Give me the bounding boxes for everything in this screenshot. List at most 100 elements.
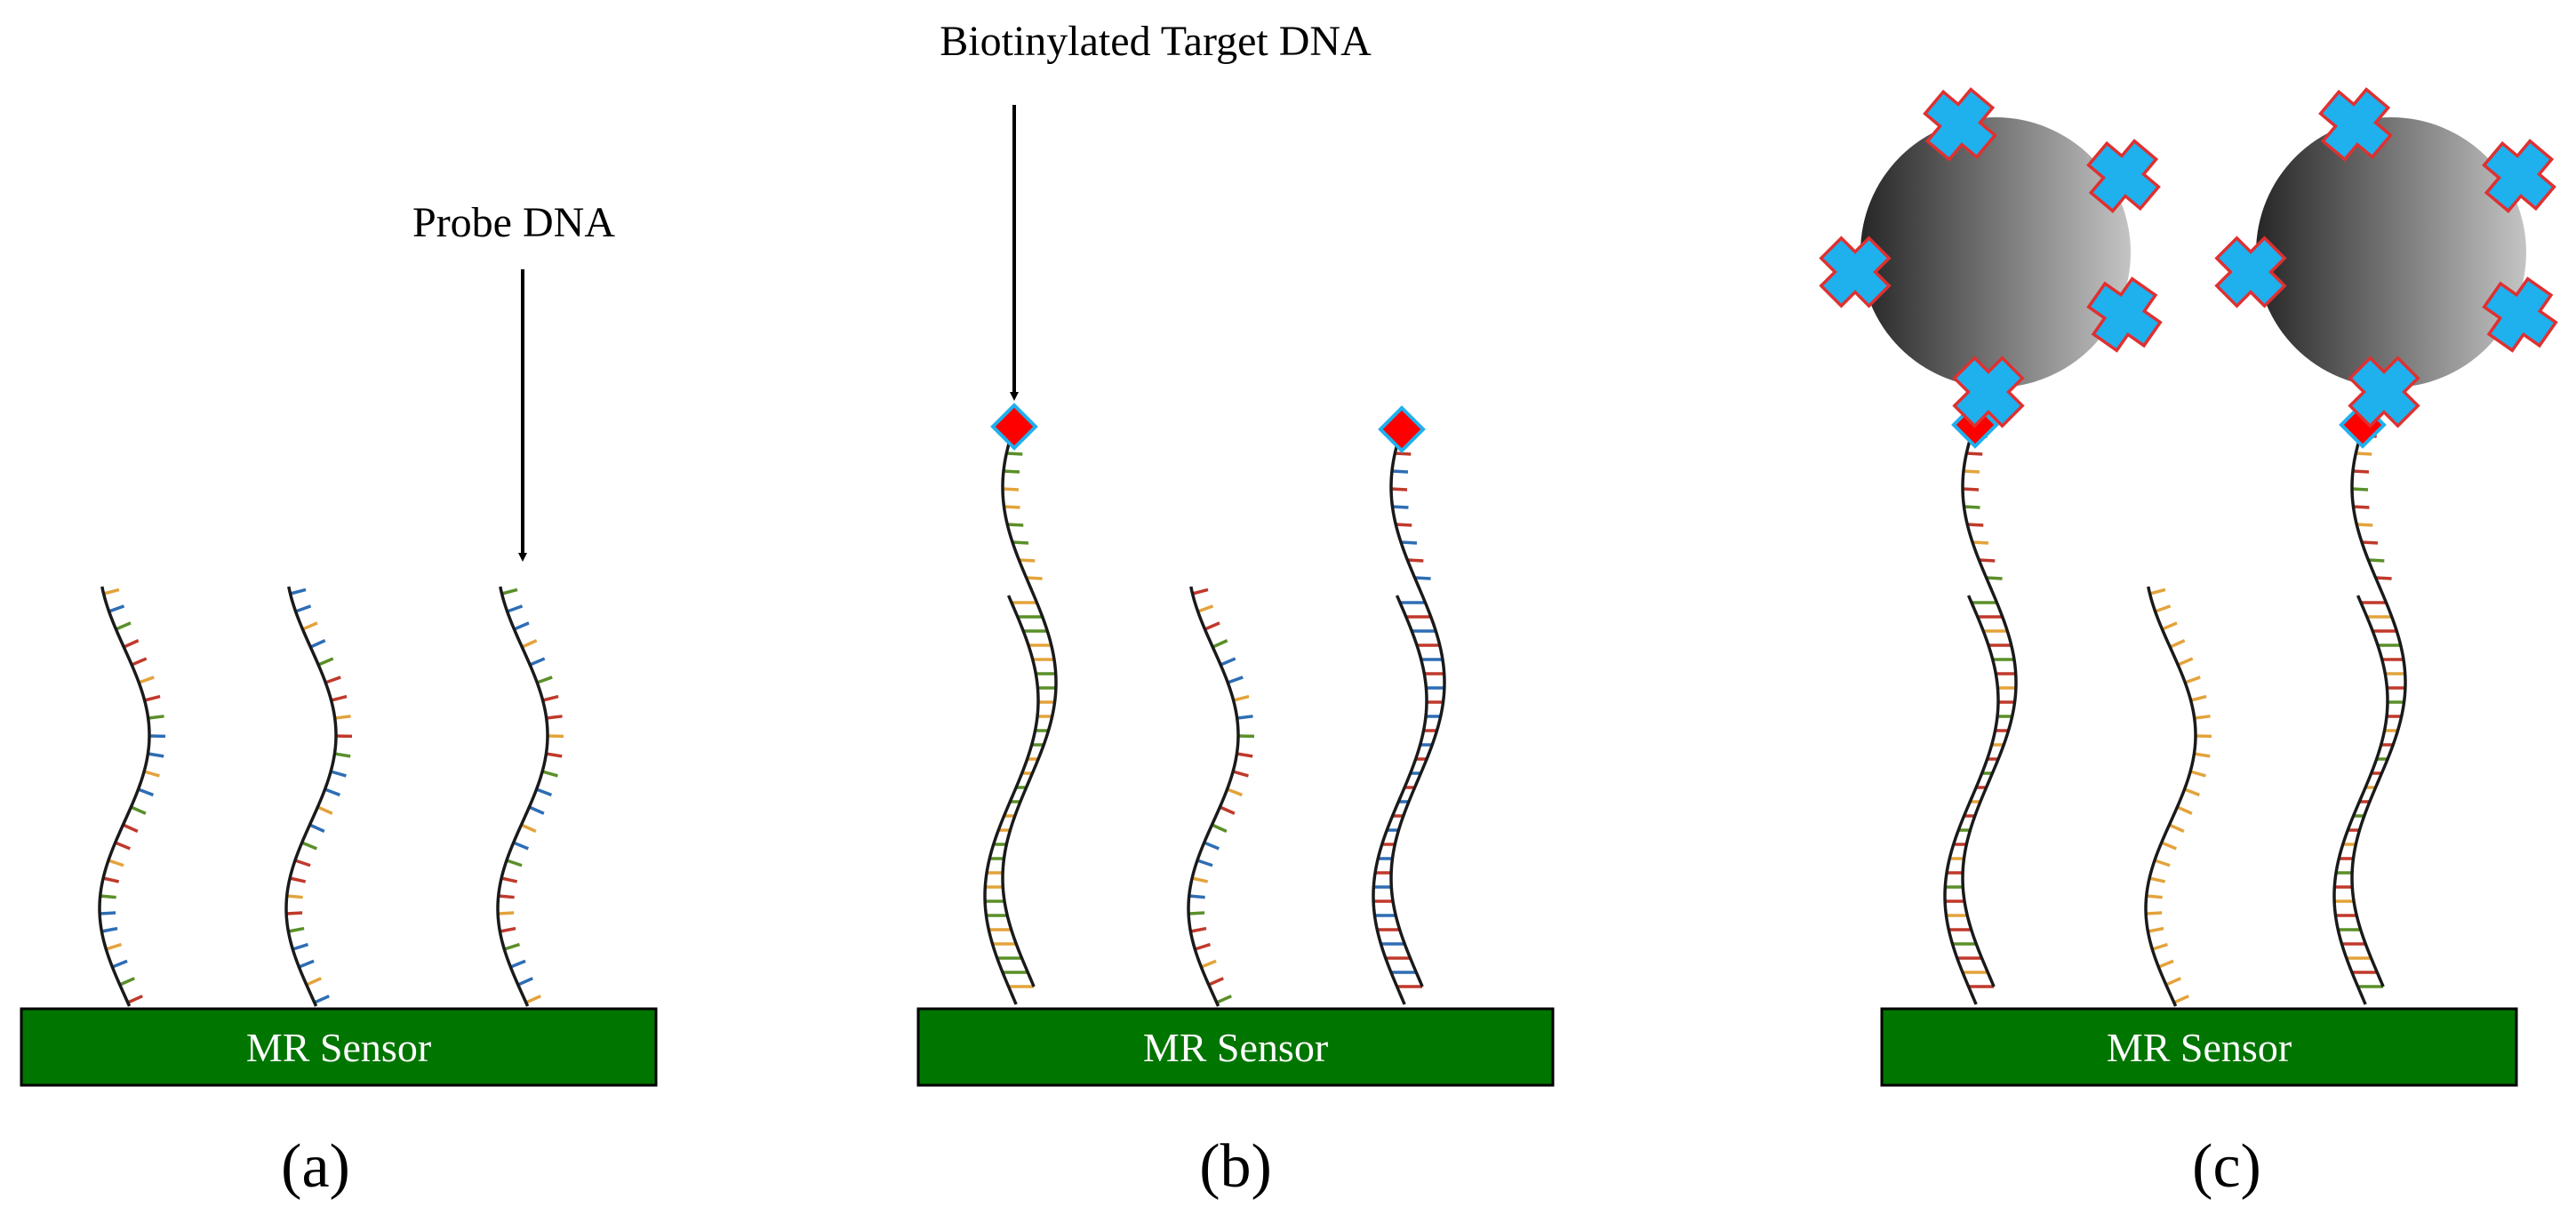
- dna-base: [2149, 588, 2166, 596]
- dna-base: [503, 942, 521, 951]
- target-backbone: [2350, 428, 2407, 987]
- dna-base: [1236, 752, 1253, 758]
- dna-base: [1211, 823, 1228, 833]
- dna-base: [2356, 523, 2373, 527]
- dna-base: [115, 621, 132, 631]
- dna-base: [1232, 770, 1249, 778]
- dna-base: [500, 876, 518, 883]
- dna-base: [111, 959, 128, 969]
- panel-c-strands: [1943, 401, 2407, 1007]
- dna-base: [529, 657, 546, 667]
- probe-dna-strand: [284, 586, 353, 1007]
- dna-base: [1227, 675, 1244, 684]
- dna-base: [100, 911, 116, 915]
- panel-a-strands: [98, 586, 564, 1007]
- dna-base: [1194, 942, 1212, 951]
- dna-base: [1216, 995, 1232, 1004]
- probe-backbone: [983, 595, 1040, 1005]
- dna-backbone: [1187, 586, 1240, 1007]
- dna-base: [127, 995, 143, 1004]
- dna-base: [507, 604, 524, 613]
- dna-base: [2375, 576, 2392, 580]
- dna-base: [1233, 694, 1250, 702]
- dna-base: [1003, 469, 1020, 474]
- dna-base: [2189, 770, 2206, 778]
- probe-dna-strand: [1187, 586, 1255, 1007]
- dna-base: [2184, 675, 2201, 684]
- dna-base: [1012, 540, 1029, 545]
- hybridized-dna-strand: [1943, 428, 2018, 1005]
- mr-sensor-b: [916, 1007, 1555, 1087]
- dna-base: [1396, 523, 1412, 527]
- dna-backbone: [496, 586, 549, 1007]
- dna-base: [324, 787, 341, 797]
- dna-base: [2161, 621, 2178, 631]
- hybridized-dna-strand: [2332, 428, 2407, 1005]
- dna-base: [520, 823, 537, 833]
- streptavidin-icon: [2318, 87, 2393, 162]
- dna-base: [1204, 621, 1220, 631]
- dna-base: [1006, 452, 1023, 456]
- dna-base: [2148, 926, 2164, 933]
- dna-base: [2148, 876, 2166, 883]
- dna-base: [108, 859, 124, 867]
- dna-base: [298, 959, 315, 969]
- dna-base: [525, 995, 541, 1004]
- dna-base: [1966, 452, 1983, 456]
- dna-base: [2151, 942, 2169, 951]
- mr-sensor-label-c: MR Sensor: [2107, 1025, 2292, 1070]
- streptavidin-icon: [2214, 236, 2287, 308]
- probe-dna-strand: [2144, 586, 2212, 1007]
- dna-base: [306, 977, 322, 987]
- dna-base: [498, 894, 515, 899]
- dna-base: [535, 787, 553, 797]
- dna-base: [334, 715, 351, 720]
- dna-base: [536, 675, 553, 684]
- dna-backbone: [98, 586, 151, 1007]
- dna-base: [1019, 558, 1036, 563]
- dna-base: [2353, 505, 2370, 509]
- dna-base: [131, 657, 148, 667]
- target-backbone: [1001, 428, 1058, 987]
- dna-base: [513, 841, 529, 851]
- mr-sensor-label-b: MR Sensor: [1143, 1025, 1328, 1070]
- dna-base: [317, 657, 334, 667]
- dna-base: [1191, 876, 1209, 883]
- dna-base: [1963, 469, 1980, 474]
- dna-base: [1188, 911, 1205, 915]
- dna-base: [122, 823, 139, 833]
- biotin-tag: [990, 403, 1038, 451]
- dna-base: [1962, 487, 1980, 492]
- dna-base: [513, 621, 530, 631]
- dna-base: [286, 894, 303, 899]
- dna-base: [102, 876, 120, 883]
- dna-backbone: [2144, 586, 2197, 1007]
- probe-dna-strand: [496, 586, 564, 1007]
- dna-base: [1026, 576, 1043, 580]
- dna-base: [2361, 540, 2379, 545]
- dna-base: [143, 770, 160, 778]
- dna-base: [108, 604, 125, 613]
- dna-base: [292, 942, 309, 951]
- dna-base: [295, 604, 312, 613]
- dna-base: [1236, 715, 1253, 720]
- dna-base: [123, 639, 140, 649]
- dna-base: [309, 639, 326, 649]
- panel-c: MR Sensor (c): [1819, 87, 2558, 1201]
- dna-base: [2146, 911, 2163, 915]
- dna-base: [2368, 558, 2385, 563]
- dna-base: [1188, 894, 1205, 899]
- dna-base: [498, 911, 515, 915]
- mr-sensor-c: [1880, 1007, 2518, 1087]
- dna-base: [1390, 487, 1408, 492]
- probe-backbone: [1372, 595, 1428, 1005]
- dna-base: [330, 770, 347, 778]
- streptavidin-icon: [2482, 139, 2556, 213]
- dna-base: [2194, 715, 2211, 720]
- target-backbone: [1961, 428, 2018, 987]
- dna-base: [1007, 523, 1024, 527]
- dna-base: [334, 752, 351, 758]
- dna-base: [138, 675, 155, 684]
- panel-c-beads: [1819, 87, 2558, 428]
- dna-base: [1414, 576, 1431, 580]
